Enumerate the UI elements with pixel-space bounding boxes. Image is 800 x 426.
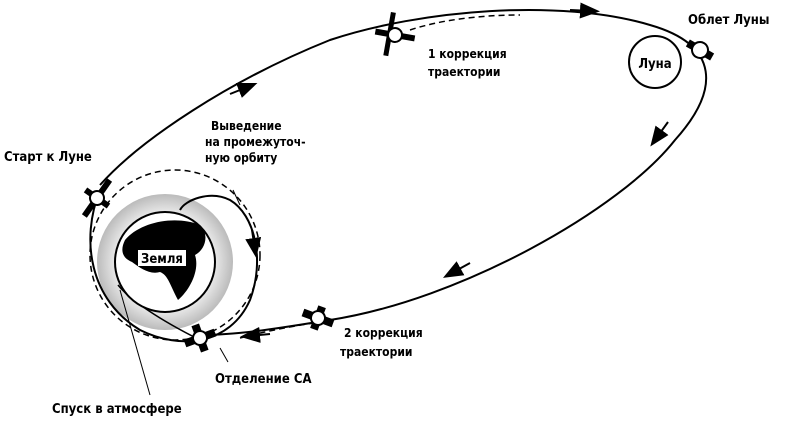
translunar-trajectory <box>99 8 708 336</box>
insertion-label: Выведение <box>211 119 282 133</box>
insertion-label: на промежуточ- <box>205 135 306 149</box>
insertion-label: ную орбиту <box>205 151 277 165</box>
spacecraft-icon <box>81 178 113 218</box>
orbit-arrow <box>245 229 262 258</box>
trajectory-arrow <box>569 2 600 19</box>
earth-label: Земля <box>141 252 183 267</box>
reentry-path <box>117 284 201 341</box>
trajectory-arrow <box>442 261 471 278</box>
spacecraft-icon <box>301 305 335 331</box>
spacecraft-icon <box>685 39 715 61</box>
trajectory-arrow <box>650 121 669 147</box>
correction1-label: траектории <box>428 65 500 79</box>
parking-orbit <box>89 189 258 343</box>
moon-label: Луна <box>638 57 671 72</box>
spacecraft-icon <box>374 11 416 57</box>
leader-line <box>219 347 229 363</box>
planned-trajectory-dashed <box>409 14 521 31</box>
correction1-label: 1 коррекция <box>428 47 507 61</box>
correction2-label: 2 коррекция <box>344 326 423 340</box>
separation-label: Отделение СА <box>215 372 312 387</box>
reentry-label: Спуск в атмосфере <box>52 402 182 417</box>
correction2-label: траектории <box>340 345 412 359</box>
moon-flyby-label: Облет Луны <box>688 13 769 28</box>
leader-line <box>232 189 241 206</box>
earth-label-bg <box>138 250 186 266</box>
spacecraft-icon <box>183 323 217 353</box>
launch-label: Старт к Луне <box>4 150 92 165</box>
trajectory-arrow <box>229 83 258 98</box>
moon <box>628 35 682 89</box>
leader-line <box>119 289 151 396</box>
